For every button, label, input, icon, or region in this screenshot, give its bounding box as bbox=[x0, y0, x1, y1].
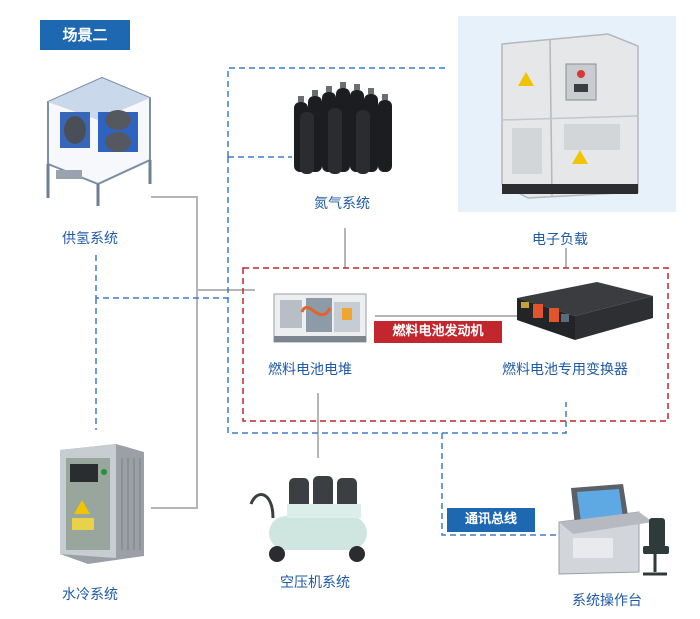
fuel-cell-stack-image bbox=[273, 293, 367, 343]
dc-converter-label: 燃料电池专用变换器 bbox=[502, 362, 628, 378]
operator-console-label: 系统操作台 bbox=[572, 593, 642, 609]
water-cooling-unit-image bbox=[60, 444, 144, 564]
scene-badge: 场景二 bbox=[40, 20, 130, 50]
communication-bus-badge: 通讯总线 bbox=[447, 508, 535, 532]
fuel-cell-engine-badge: 燃料电池发动机 bbox=[374, 321, 502, 343]
nitrogen-system-label: 氮气系统 bbox=[314, 196, 370, 212]
hydrogen-supply-label: 供氢系统 bbox=[62, 231, 118, 247]
electronic-load-cabinet-image bbox=[501, 33, 639, 199]
dc-converter-image bbox=[517, 282, 653, 340]
electronic-load-label: 电子负载 bbox=[532, 232, 588, 248]
air-compressor-label: 空压机系统 bbox=[280, 575, 350, 591]
air-compressor-image bbox=[249, 476, 367, 562]
nitrogen-cylinders-image bbox=[294, 82, 392, 174]
water-cooling-label: 水冷系统 bbox=[62, 587, 118, 603]
operator-console-image bbox=[558, 484, 669, 576]
fuel-cell-stack-label: 燃料电池电堆 bbox=[268, 362, 352, 378]
hydrogen-supply-image bbox=[46, 76, 152, 206]
